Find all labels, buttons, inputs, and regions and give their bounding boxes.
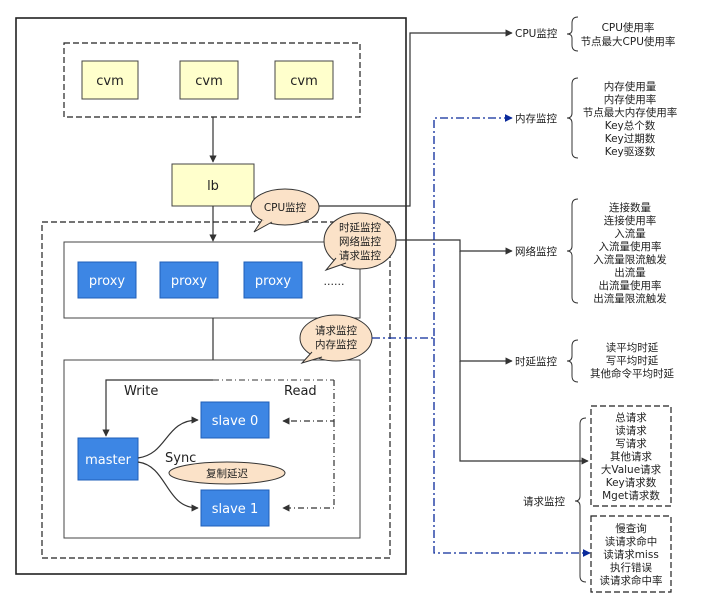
request-metric: 写请求 xyxy=(615,437,647,450)
cpu-metric: CPU使用率 xyxy=(602,21,655,34)
network-metric: 出流量限流触发 xyxy=(593,292,667,305)
proxy-bubble-line: 时延监控 xyxy=(339,221,381,234)
network-brace xyxy=(566,198,579,304)
proxy-node-1: proxy xyxy=(159,261,219,299)
request-metric: 读请求命中率 xyxy=(600,574,663,587)
request-bubble-line: 请求监控 xyxy=(315,324,357,337)
sync-label: Sync xyxy=(165,451,196,466)
memory-metric: Key驱逐数 xyxy=(605,145,656,158)
master-node: master xyxy=(77,437,139,481)
slave-node-1: slave 1 xyxy=(200,489,270,527)
request-metric: 读请求miss xyxy=(603,548,659,561)
memory-monitor-title: 内存监控 xyxy=(515,112,557,125)
request-metric: 慢查询 xyxy=(615,522,647,535)
request-bubble-line: 内存监控 xyxy=(315,338,357,351)
replica-delay-bubble: 复制延迟 xyxy=(168,461,286,485)
edge-write xyxy=(102,379,213,437)
latency-brace xyxy=(566,339,579,383)
cvm-label: cvm xyxy=(96,74,124,89)
cpu-bubble-label: CPU监控 xyxy=(264,201,307,214)
latency-metric: 写平均时延 xyxy=(606,355,659,367)
proxy-monitor-bubble: 时延监控 网络监控 请求监控 xyxy=(323,212,397,272)
request-metric: Mget请求数 xyxy=(602,489,660,502)
request-metric: Key请求数 xyxy=(606,476,657,489)
network-metric: 连接数量 xyxy=(609,201,651,214)
network-monitor-title: 网络监控 xyxy=(515,245,557,258)
cvm-label: cvm xyxy=(290,74,318,89)
request-metric: 大Value请求 xyxy=(601,463,662,476)
request-brace xyxy=(574,417,587,583)
connector-latency xyxy=(459,251,513,365)
network-metric: 入流量 xyxy=(614,227,646,240)
request-group-1 xyxy=(590,405,672,507)
connector-cpu xyxy=(319,29,513,207)
system-frame xyxy=(15,17,407,575)
lb-label: lb xyxy=(207,179,219,194)
network-metric: 出流量使用率 xyxy=(599,279,662,292)
lb-node: lb xyxy=(171,163,255,207)
cvm-node-2: cvm xyxy=(274,60,334,100)
cpu-metric: 节点最大CPU使用率 xyxy=(581,35,676,48)
proxy-label: proxy xyxy=(255,274,292,289)
replica-delay-label: 复制延迟 xyxy=(206,467,248,480)
request-metric: 读请求 xyxy=(615,424,647,437)
connector-network xyxy=(396,239,513,255)
proxy-node-2: proxy xyxy=(243,261,303,299)
request-metric: 读请求命中 xyxy=(605,535,658,548)
proxy-bubble-line: 请求监控 xyxy=(339,249,381,262)
write-label: Write xyxy=(124,384,158,399)
network-metric: 入流量限流触发 xyxy=(593,253,667,266)
slave-node-0: slave 0 xyxy=(200,401,270,439)
cvm-node-1: cvm xyxy=(179,60,239,100)
cpu-monitor-title: CPU监控 xyxy=(515,27,558,40)
cvm-label: cvm xyxy=(195,74,223,89)
network-metric: 入流量使用率 xyxy=(599,240,662,253)
edge-sync-slave1 xyxy=(137,461,199,512)
read-label: Read xyxy=(284,384,317,399)
cvm-node-0: cvm xyxy=(81,60,139,100)
memory-metric: Key过期数 xyxy=(605,132,656,145)
latency-monitor-title: 时延监控 xyxy=(515,355,557,368)
request-metric: 总请求 xyxy=(615,411,647,424)
latency-metric: 其他命令平均时延 xyxy=(590,367,674,380)
connector-request xyxy=(459,361,589,465)
memory-metric: 节点最大内存使用率 xyxy=(583,106,678,119)
proxy-more: ...... xyxy=(324,275,345,288)
request-monitor-title: 请求监控 xyxy=(523,495,565,508)
cvm-group xyxy=(63,42,361,118)
memory-metric: 内存使用量 xyxy=(604,80,657,93)
edge-sync-slave0 xyxy=(137,416,199,459)
cluster-group xyxy=(41,221,391,559)
memory-metric: 内存使用率 xyxy=(604,93,657,106)
request-metric: 执行错误 xyxy=(610,561,652,574)
proxy-node-0: proxy xyxy=(77,261,137,299)
memory-metric: Key总个数 xyxy=(605,119,656,132)
slave-label: slave 0 xyxy=(212,414,258,429)
proxy-label: proxy xyxy=(171,274,208,289)
request-group-2 xyxy=(590,515,672,593)
request-memory-bubble: 请求监控 内存监控 xyxy=(299,314,373,364)
cpu-brace xyxy=(566,16,579,52)
request-metric: 其他请求 xyxy=(610,450,652,463)
cpu-monitor-bubble: CPU监控 xyxy=(250,188,320,233)
proxy-label: proxy xyxy=(89,274,126,289)
network-metric: 出流量 xyxy=(614,266,646,279)
network-metric: 连接使用率 xyxy=(604,214,657,227)
latency-metric: 读平均时延 xyxy=(606,341,659,354)
edge-read-slave1 xyxy=(282,421,335,512)
master-label: master xyxy=(85,453,131,468)
connector-request-hit xyxy=(433,338,591,557)
slave-label: slave 1 xyxy=(212,502,258,517)
proxy-bubble-line: 网络监控 xyxy=(339,235,381,248)
memory-brace xyxy=(566,77,579,159)
connector-memory xyxy=(372,114,513,339)
